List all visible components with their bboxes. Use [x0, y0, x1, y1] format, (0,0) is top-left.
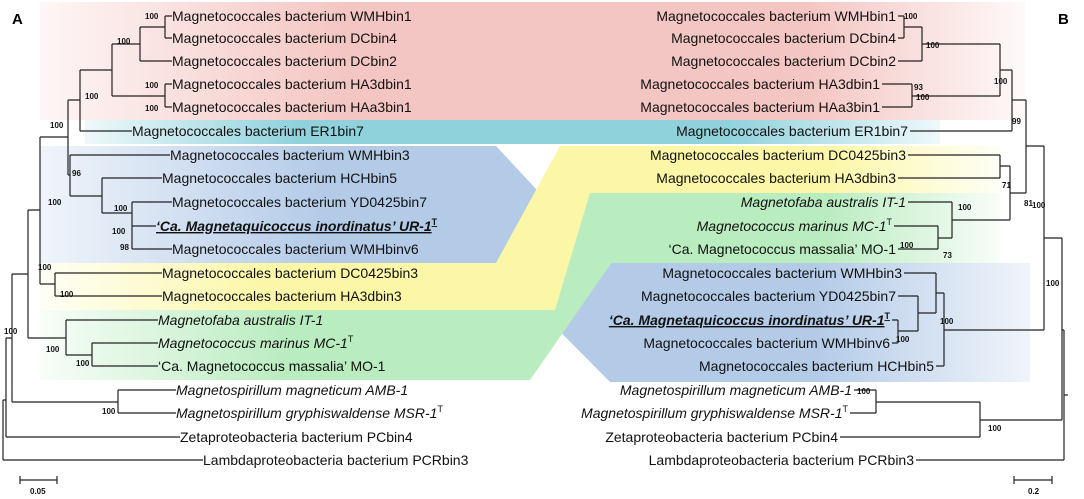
bootstrap-b: 81: [1024, 199, 1033, 208]
bootstrap-b: 93: [914, 83, 923, 92]
leaf-b-pcrbin3: Lambdaproteobacteria bacterium PCRbin3: [649, 452, 915, 468]
panel-label-b: B: [1058, 11, 1069, 28]
leaf-a-wmhbinv6: Magnetococcales bacterium WMHbinv6: [172, 241, 419, 257]
bootstrap-a: 100: [145, 81, 159, 90]
bootstrap-b: 100: [857, 387, 871, 396]
leaf-a-hchbin5: Magnetococcales bacterium HCHbin5: [162, 170, 397, 186]
leaf-a-dcbin2: Magnetococcales bacterium DCbin2: [172, 53, 397, 69]
branches-a: [2, 15, 203, 461]
leaf-a-wmhbin1: Magnetococcales bacterium WMHbin1: [172, 8, 412, 24]
leaf-a-er1bin7: Magnetococcales bacterium ER1bin7: [132, 123, 364, 139]
leaf-b-ha3dbin1: Magnetococcales bacterium HA3dbin1: [640, 76, 880, 92]
leaf-b-wmhbin3: Magnetococcales bacterium WMHbin3: [662, 265, 902, 281]
leaf-a-mo1: ‘Ca. Magnetococcus massalia’ MO-1: [158, 358, 386, 374]
bootstrap-b: 100: [958, 203, 972, 212]
leaf-a-mc1: Magnetococcus marinus MC-1T: [158, 334, 354, 351]
bootstrap-b: 99: [1012, 117, 1021, 126]
leaf-a-haa3bin1: Magnetococcales bacterium HAa3bin1: [172, 99, 412, 115]
bootstrap-a: 96: [72, 169, 81, 178]
leaf-a-it1: Magnetofaba australis IT-1: [158, 312, 323, 328]
bootstrap-b: 100: [988, 424, 1002, 433]
scale-bar-a: [19, 476, 58, 484]
leaf-b-wmhbin1: Magnetococcales bacterium WMHbin1: [656, 8, 896, 24]
leaf-a-amb1: Magnetospirillum magneticum AMB-1: [176, 382, 408, 398]
leaf-a-ur1: ‘Ca. Magnetaquicoccus inordinatus’ UR-1T: [156, 217, 438, 234]
bootstrap-a: 98: [120, 243, 129, 252]
leaf-b-pcbin4: Zetaproteobacteria bacterium PCbin4: [605, 429, 838, 445]
leaf-b-dcbin4: Magnetococcales bacterium DCbin4: [671, 30, 896, 46]
leaf-a-dc0425bin3: Magnetococcales bacterium DC0425bin3: [162, 265, 418, 281]
bootstrap-b: 100: [916, 93, 930, 102]
bootstrap-b: 100: [900, 241, 914, 250]
bootstrap-a: 100: [145, 12, 159, 21]
bootstrap-a: 100: [85, 92, 99, 101]
leaf-b-ur1: ‘Ca. Magnetaquicoccus inordinatus’ UR-1T: [609, 311, 891, 328]
bootstrap-a: 100: [117, 37, 131, 46]
leaf-a-dcbin4: Magnetococcales bacterium DCbin4: [172, 30, 397, 46]
bootstrap-b: 73: [943, 251, 952, 260]
bootstrap-b: 100: [940, 317, 954, 326]
highlight-blue-right: [496, 263, 1030, 382]
leaf-b-hchbin5: Magnetococcales bacterium HCHbin5: [699, 358, 934, 374]
highlight-green-left: [40, 193, 660, 380]
leaf-a-pcbin4: Zetaproteobacteria bacterium PCbin4: [180, 429, 413, 445]
leaf-a-pcrbin3: Lambdaproteobacteria bacterium PCRbin3: [203, 452, 469, 468]
scale-label-b: 0.2: [1028, 487, 1040, 496]
bootstrap-b: 100: [904, 12, 918, 21]
leaf-b-ha3dbin3: Magnetococcales bacterium HA3dbin3: [656, 170, 896, 186]
leaf-a-msr1: Magnetospirillum gryphiswaldense MSR-1T: [176, 404, 443, 421]
leaf-b-yd0425bin7: Magnetococcales bacterium YD0425bin7: [641, 288, 896, 304]
leaf-b-er1bin7: Magnetococcales bacterium ER1bin7: [676, 123, 908, 139]
leaf-b-msr1: Magnetospirillum gryphiswaldense MSR-1T: [581, 404, 848, 421]
bootstrap-a: 100: [4, 327, 18, 336]
branches-b: [840, 15, 1068, 461]
bootstrap-a: 100: [112, 227, 126, 236]
bootstrap-a: 100: [102, 407, 116, 416]
bootstrap-a: 100: [145, 104, 159, 113]
scale-bar-b: [1013, 476, 1053, 484]
bootstrap-a: 100: [76, 359, 90, 368]
highlight-red-left: [40, 2, 545, 120]
bootstrap-a: 100: [48, 198, 62, 207]
bootstrap-a: 100: [38, 263, 52, 272]
highlight-blue-left: [40, 146, 605, 263]
bootstrap-a: 100: [114, 204, 128, 213]
bootstrap-a: 100: [46, 345, 60, 354]
highlight-yellow-right: [560, 146, 1000, 193]
bootstrap-a: 100: [60, 290, 74, 299]
leaf-b-dcbin2: Magnetococcales bacterium DCbin2: [671, 53, 896, 69]
leaf-a-wmhbin3: Magnetococcales bacterium WMHbin3: [170, 147, 410, 163]
highlight-green-right: [560, 193, 1000, 310]
highlight-cyan: [85, 120, 940, 144]
leaf-b-dc0425bin3: Magnetococcales bacterium DC0425bin3: [650, 147, 906, 163]
leaf-a-ha3dbin1: Magnetococcales bacterium HA3dbin1: [172, 76, 412, 92]
leaf-a-yd0425bin7: Magnetococcales bacterium YD0425bin7: [172, 194, 427, 210]
bootstrap-a: 100: [50, 121, 64, 130]
leaf-b-it1: Magnetofaba australis IT-1: [741, 194, 906, 210]
leaf-b-mc1: Magnetococcus marinus MC-1T: [697, 217, 893, 234]
leaf-b-wmhbinv6: Magnetococcales bacterium WMHbinv6: [643, 335, 890, 351]
bootstrap-b: 71: [1002, 181, 1011, 190]
bootstrap-b: 100: [926, 41, 940, 50]
tree-a: Magnetococcales bacterium WMHbin1 Magnet…: [2, 8, 469, 496]
panel-label-a: A: [12, 11, 23, 28]
bootstrap-b: 100: [1046, 279, 1060, 288]
highlight-yellow-left: [40, 146, 615, 310]
bootstrap-b: 100: [994, 77, 1008, 86]
clade-highlights: [40, 2, 1030, 382]
leaf-a-ha3dbin3: Magnetococcales bacterium HA3dbin3: [162, 288, 402, 304]
tree-b: Magnetococcales bacterium WMHbin1 Magnet…: [581, 8, 1068, 496]
leaf-b-mo1: ‘Ca. Magnetococcus massalia’ MO-1: [669, 241, 897, 257]
leaf-b-amb1: Magnetospirillum magneticum AMB-1: [620, 382, 852, 398]
scale-label-a: 0.05: [30, 487, 46, 496]
highlight-red-right: [545, 2, 1025, 120]
bootstrap-b: 100: [896, 335, 910, 344]
leaf-b-haa3bin1: Magnetococcales bacterium HAa3bin1: [640, 99, 880, 115]
bootstrap-b: 100: [1032, 201, 1046, 210]
